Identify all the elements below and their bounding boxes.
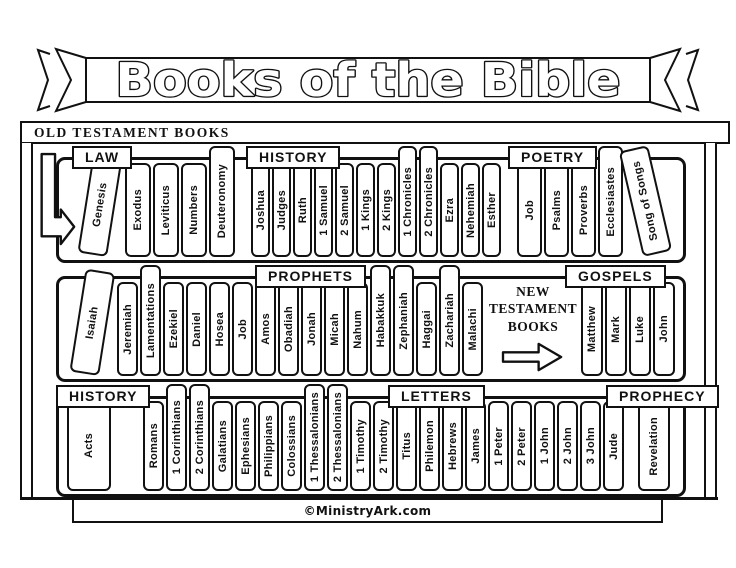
book-spine: 1 Peter: [488, 401, 509, 491]
book-spine: Job: [232, 282, 253, 376]
new-testament-arrow-icon: [501, 343, 563, 372]
book-spine: Exodus: [125, 163, 151, 257]
book-spine: Nahum: [347, 282, 368, 376]
new-testament-note-line: NEW: [516, 283, 550, 299]
book-spine: Romans: [143, 401, 164, 491]
book-spine: 1 Kings: [356, 163, 375, 257]
new-testament-note-line: BOOKS: [507, 318, 559, 334]
book-spine: Leviticus: [153, 163, 179, 257]
book-spine: 1 Thessalonians: [304, 384, 325, 491]
section-label-ot-history: HISTORY: [246, 146, 341, 169]
book-spine: Esther: [482, 163, 501, 257]
ribbon-left-tail-icon: [54, 47, 87, 113]
book-spine: 2 Timothy: [373, 401, 394, 491]
book-spine: 2 Chronicles: [419, 146, 438, 257]
book-spine: Daniel: [186, 282, 207, 376]
book-spine: Numbers: [181, 163, 207, 257]
book-spine: James: [465, 401, 486, 491]
book-spine: 2 Peter: [511, 401, 532, 491]
book-spine: Job: [517, 163, 542, 257]
book-spine: Ecclesiastes: [598, 146, 623, 257]
new-testament-note-line: TESTAMENT: [488, 301, 578, 317]
old-testament-header: OLD TESTAMENT BOOKS: [20, 121, 730, 144]
section-label-nt-history: HISTORY: [56, 385, 151, 408]
book-spine: Jeremiah: [117, 282, 138, 376]
book-spine: 2 Kings: [377, 163, 396, 257]
section-label-poetry: POETRY: [508, 146, 598, 169]
book-spine: Micah: [324, 282, 345, 376]
book-spine: Jude: [603, 401, 624, 491]
book-spine: Judges: [272, 163, 291, 257]
book-spine: Galatians: [212, 401, 233, 491]
book-spine: Isaiah: [69, 268, 116, 376]
book-spine: Titus: [396, 401, 417, 491]
shelf-bottom-edge: [20, 497, 718, 500]
page-title: Books of the Bible: [116, 53, 621, 107]
book-spine: Zephaniah: [393, 265, 414, 376]
book-spine: Habakkuk: [370, 265, 391, 376]
book-spine: Ruth: [293, 163, 312, 257]
book-spine: Joshua: [251, 163, 270, 257]
start-here-arrow-icon: [40, 152, 76, 246]
book-spine: Ezra: [440, 163, 459, 257]
book-spine: 2 Samuel: [335, 163, 354, 257]
book-spine: Luke: [629, 282, 651, 376]
book-spine: Amos: [255, 282, 276, 376]
shelf-row-3: Acts Romans 1 Corinthians 2 Corinthians …: [56, 384, 686, 497]
book-spine: 2 John: [557, 401, 578, 491]
shelf-row-1: Genesis Exodus Leviticus Numbers Deutero…: [56, 145, 686, 263]
ribbon-left-chevron-icon: [36, 48, 51, 112]
book-spine: Mark: [605, 282, 627, 376]
ribbon-right-tail-icon: [649, 47, 682, 113]
section-label-letters: LETTERS: [388, 385, 485, 408]
book-spine: Nehemiah: [461, 163, 480, 257]
book-spine: 3 John: [580, 401, 601, 491]
book-spine: Philippians: [258, 401, 279, 491]
book-spine: Psalms: [544, 163, 569, 257]
shelf-row-2: Isaiah Jeremiah Lamentations Ezekiel Dan…: [56, 265, 686, 382]
book-spine: 2 Thessalonians: [327, 384, 348, 491]
book-spine: Proverbs: [571, 163, 596, 257]
section-label-law: LAW: [72, 146, 133, 169]
book-spine: 1 Timothy: [350, 401, 371, 491]
book-spine: Colossians: [281, 401, 302, 491]
book-spine: Song of Songs: [618, 145, 673, 257]
section-label-prophecy: PROPHECY: [606, 385, 719, 408]
book-spine: Malachi: [462, 282, 483, 376]
section-label-prophets: PROPHETS: [255, 265, 367, 288]
title-ribbon-banner: Books of the Bible: [36, 47, 700, 113]
book-spine: Zachariah: [439, 265, 460, 376]
book-spine: John: [653, 282, 675, 376]
book-spine: Acts: [67, 401, 111, 491]
book-spine: Lamentations: [140, 265, 161, 376]
copyright-credit: ©MinistryArk.com: [303, 503, 432, 518]
book-spine: Philemon: [419, 401, 440, 491]
ribbon-right-chevron-icon: [685, 48, 700, 112]
book-spine: Hebrews: [442, 401, 463, 491]
shelf-left-panel: [20, 143, 33, 497]
shelf-right-panel: [704, 143, 717, 497]
section-label-gospels: GOSPELS: [565, 265, 666, 288]
book-spine: Matthew: [581, 282, 603, 376]
book-spine: Deuteronomy: [209, 146, 235, 257]
book-spine: Obadiah: [278, 282, 299, 376]
book-spine: Ephesians: [235, 401, 256, 491]
book-spine: 1 Samuel: [314, 163, 333, 257]
book-spine: Hosea: [209, 282, 230, 376]
book-spine: 1 John: [534, 401, 555, 491]
book-spine: Jonah: [301, 282, 322, 376]
book-spine: 1 Corinthians: [166, 384, 187, 491]
shelf-base: ©MinistryArk.com: [72, 500, 663, 523]
book-spine: 2 Corinthians: [189, 384, 210, 491]
book-spine: Haggai: [416, 282, 437, 376]
book-spine: Revelation: [638, 401, 670, 491]
book-spine: 1 Chronicles: [398, 146, 417, 257]
new-testament-note: NEW TESTAMENT BOOKS: [487, 283, 579, 373]
book-spine: Ezekiel: [163, 282, 184, 376]
